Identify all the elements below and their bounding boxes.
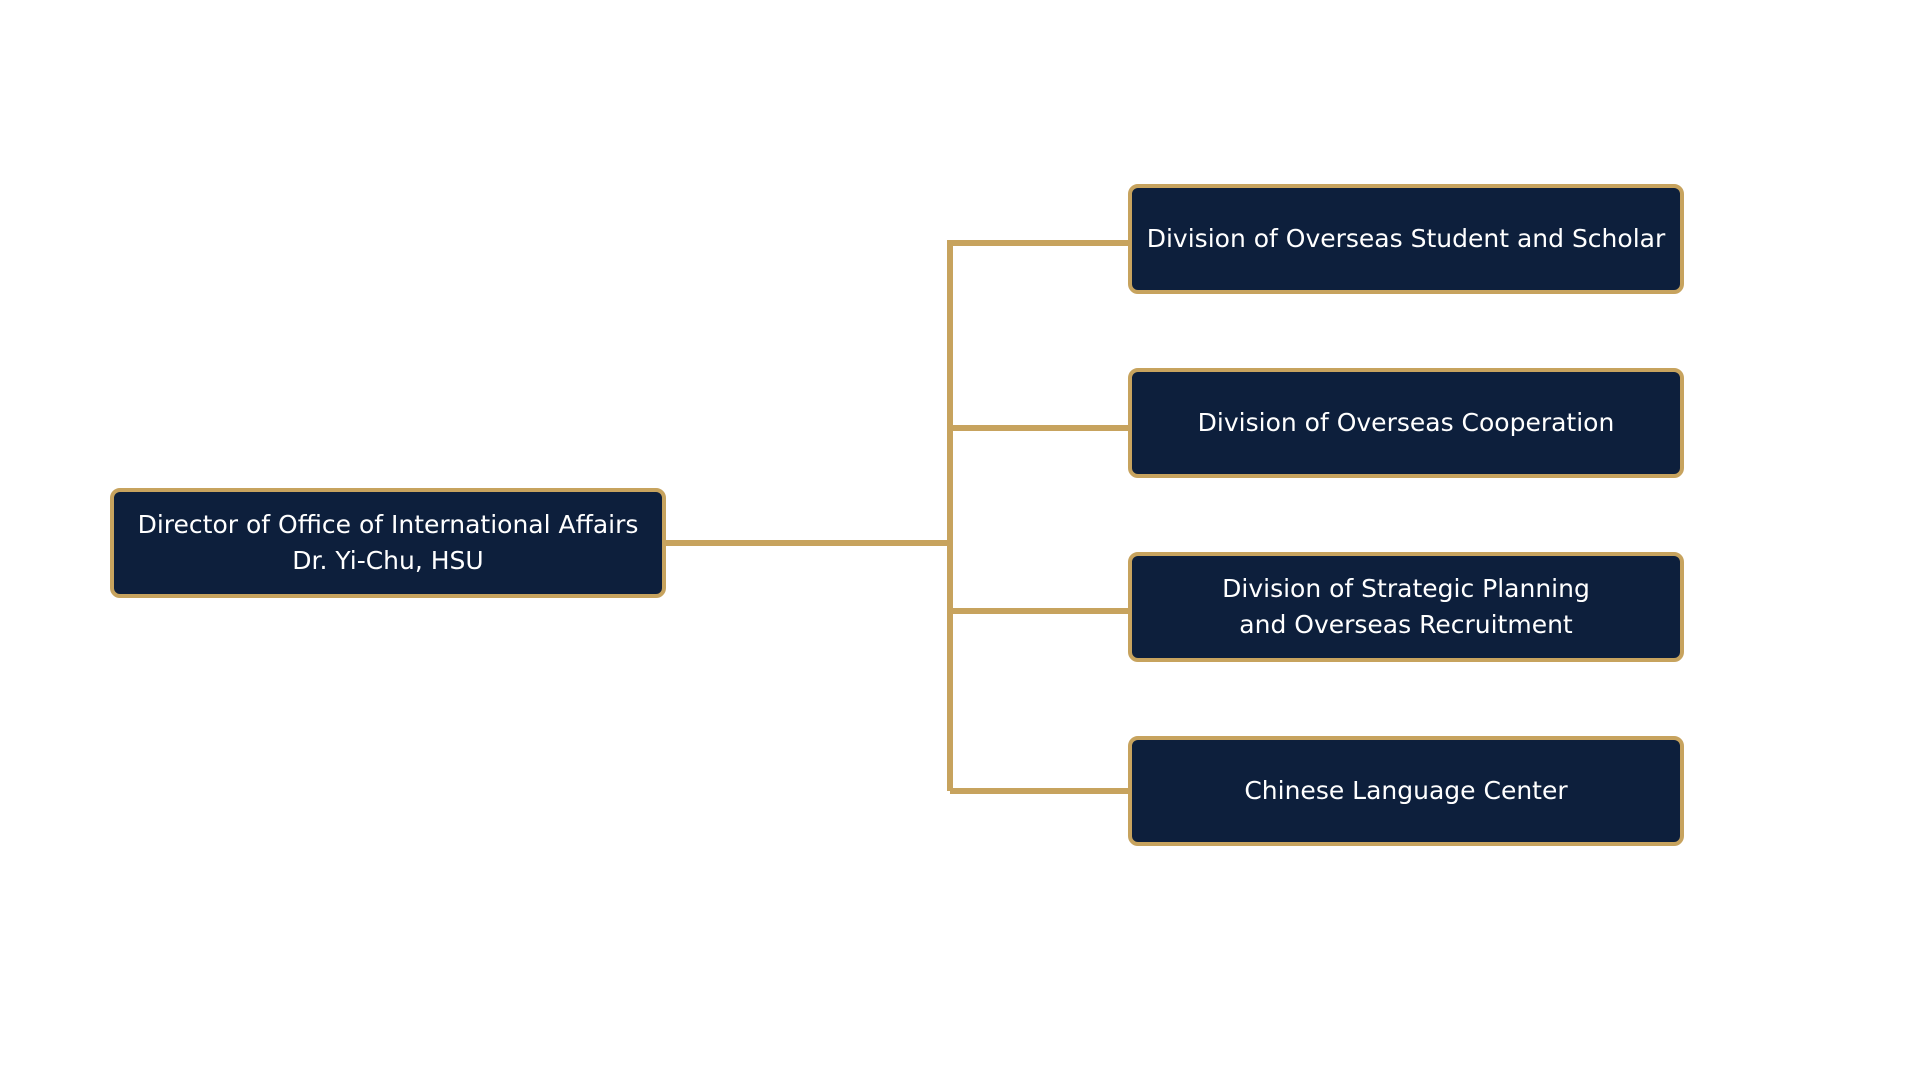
division-label: Chinese Language Center (1244, 776, 1568, 805)
director-title: Director of Office of International Affa… (137, 510, 639, 539)
division-label-line-2: and Overseas Recruitment (1239, 610, 1573, 639)
division-box-strategic-planning: Division of Strategic Planning and Overs… (1128, 552, 1684, 662)
division-label: Division of Overseas Student and Scholar (1146, 224, 1666, 253)
director-name: Dr. Yi-Chu, HSU (292, 546, 484, 575)
director-box: Director of Office of International Affa… (110, 488, 666, 598)
division-box-overseas-student-scholar: Division of Overseas Student and Scholar (1128, 184, 1684, 294)
division-label: Division of Overseas Cooperation (1197, 408, 1615, 437)
division-box-overseas-cooperation: Division of Overseas Cooperation (1128, 368, 1684, 478)
division-label-line-1: Division of Strategic Planning (1222, 574, 1590, 603)
division-box-chinese-language-center: Chinese Language Center (1128, 736, 1684, 846)
